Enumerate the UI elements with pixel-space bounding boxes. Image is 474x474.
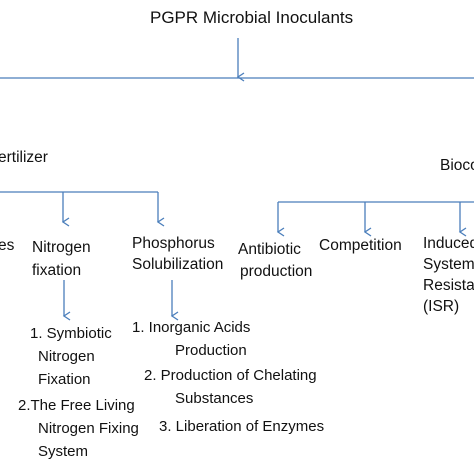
- free-living-fixation-line3: System: [38, 443, 89, 460]
- isr-label-line2: System: [423, 256, 474, 273]
- free-living-fixation-line1: 2.The Free Living: [18, 397, 135, 414]
- chelating-substances-line1: 2. Production of Chelating: [144, 367, 317, 384]
- antibiotic-production-label-line2: production: [240, 263, 313, 280]
- antibiotic-production-label-line1: Antibiotic: [238, 241, 301, 258]
- competition-label: Competition: [319, 237, 402, 254]
- partial-category-label: es: [0, 237, 15, 254]
- symbiotic-fixation-line2: Nitrogen: [38, 348, 95, 365]
- nitrogen-fixation-label-line1: Nitrogen: [32, 239, 91, 256]
- isr-label-line3: Resista: [423, 277, 474, 294]
- biocontrol-label: Bioco: [440, 157, 474, 174]
- liberation-enzymes-line: 3. Liberation of Enzymes: [159, 418, 325, 435]
- free-living-fixation-line2: Nitrogen Fixing: [38, 420, 139, 437]
- inorganic-acids-line2: Production: [175, 342, 247, 359]
- diagram-title: PGPR Microbial Inoculants: [150, 8, 354, 27]
- symbiotic-fixation-line1: 1. Symbiotic: [30, 325, 112, 342]
- isr-label-line4: (ISR): [423, 298, 460, 315]
- symbiotic-fixation-line3: Fixation: [38, 371, 91, 388]
- phosphorus-solubilization-label-line1: Phosphorus: [132, 235, 215, 252]
- chelating-substances-line2: Substances: [175, 390, 254, 407]
- inorganic-acids-line1: 1. Inorganic Acids: [132, 319, 251, 336]
- nitrogen-fixation-label-line2: fixation: [32, 262, 82, 279]
- isr-label-line1: Induced: [423, 235, 474, 252]
- phosphorus-solubilization-label-line2: Solubilization: [132, 256, 224, 273]
- biofertilizer-label: ertilizer: [0, 149, 48, 166]
